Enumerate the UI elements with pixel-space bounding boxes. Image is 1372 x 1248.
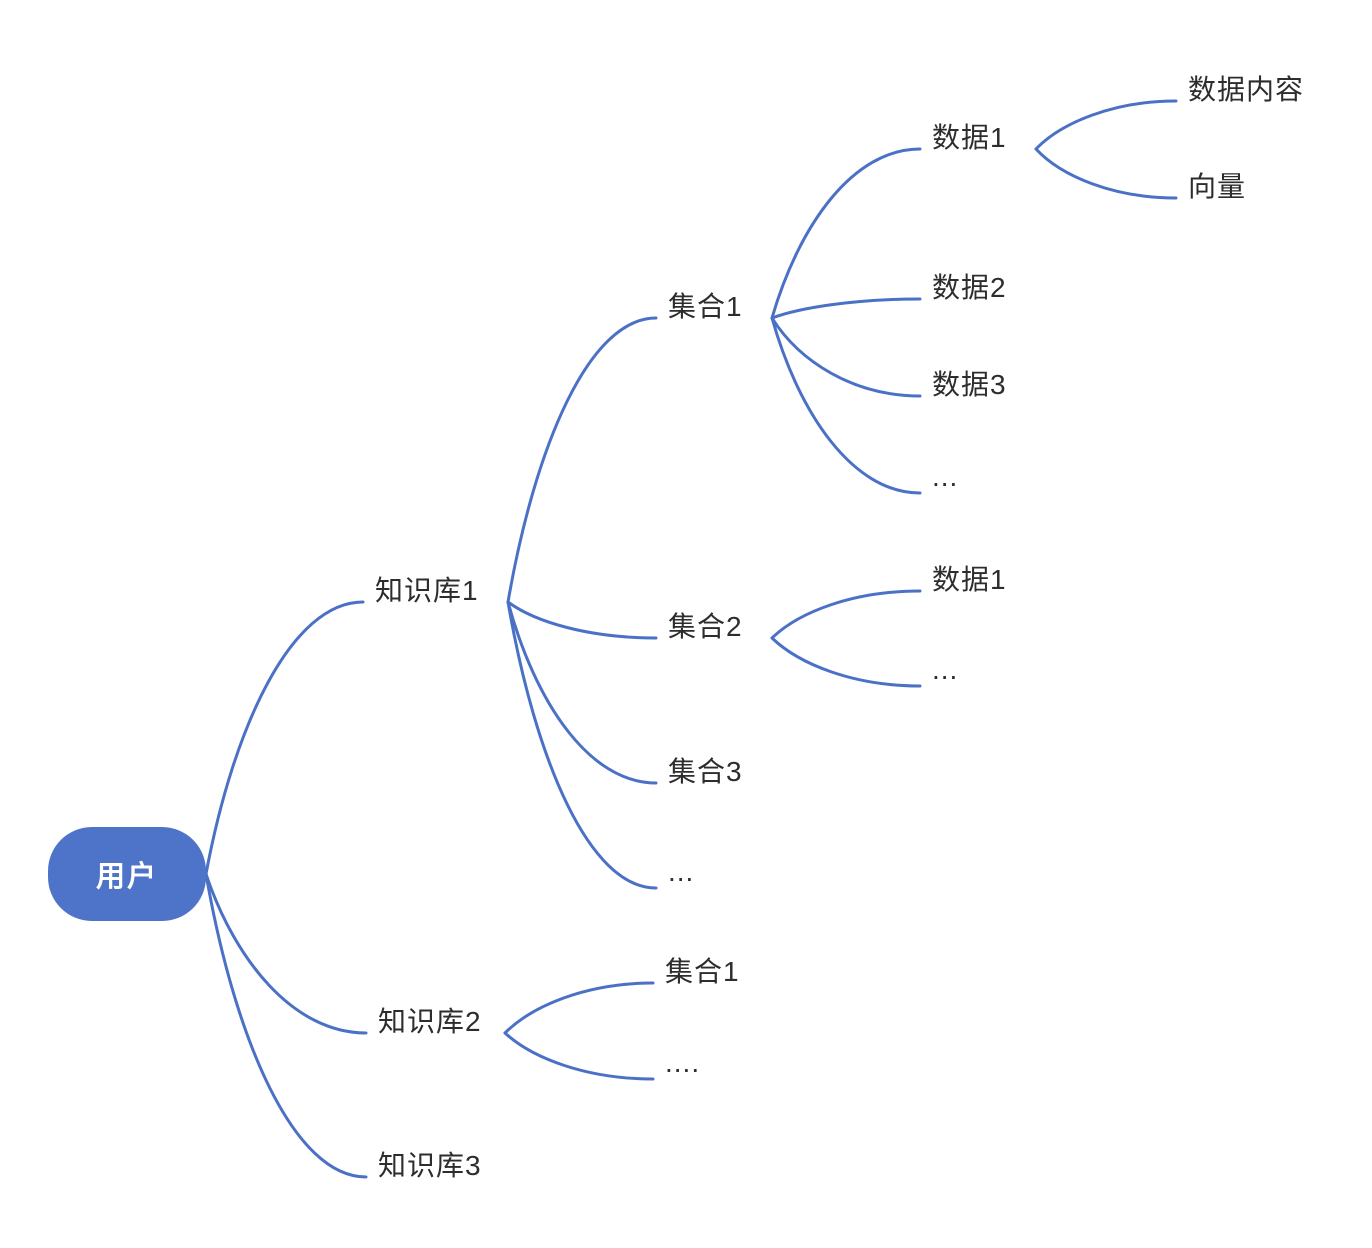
node-set1-data-3[interactable]: 数据3 <box>932 369 1007 400</box>
edge-kb1-set2 <box>506 600 658 640</box>
node-knowledgebase-3[interactable]: 知识库3 <box>378 1150 482 1181</box>
node-set1-data-1[interactable]: 数据1 <box>932 122 1007 153</box>
node-kb1-collection-1[interactable]: 集合1 <box>668 291 743 322</box>
edge-set1-data3 <box>770 316 922 398</box>
node-set2-ellipsis[interactable]: ... <box>932 654 959 685</box>
edge-kb1-set3 <box>506 600 658 785</box>
edge-root-kb2 <box>204 872 368 1035</box>
edge-kb2-set1 <box>503 981 655 1035</box>
node-knowledgebase-1[interactable]: 知识库1 <box>375 575 479 606</box>
node-kb1-collection-2[interactable]: 集合2 <box>668 611 743 642</box>
edge-kb2-ellipsis <box>503 1031 655 1081</box>
edge-set2-ellipsis <box>770 636 922 688</box>
edge-set2-data1 <box>770 589 922 640</box>
edge-data1-content <box>1034 99 1178 151</box>
node-data1-content[interactable]: 数据内容 <box>1188 74 1305 105</box>
node-data1-vector[interactable]: 向量 <box>1188 171 1247 202</box>
edge-kb1-set1 <box>506 316 658 604</box>
edge-set1-data1 <box>770 147 922 320</box>
node-kb2-ellipsis[interactable]: .... <box>665 1047 701 1078</box>
node-set1-data-2[interactable]: 数据2 <box>932 272 1007 303</box>
edge-root-kb3 <box>204 872 368 1179</box>
node-kb1-collection-3[interactable]: 集合3 <box>668 756 743 787</box>
edge-root-kb1 <box>204 600 365 876</box>
edge-data1-vector <box>1034 147 1178 200</box>
node-knowledgebase-2[interactable]: 知识库2 <box>378 1006 482 1037</box>
edge-set1-ellipsis <box>770 316 922 495</box>
node-set2-data-1[interactable]: 数据1 <box>932 564 1007 595</box>
edge-set1-data2 <box>770 297 922 320</box>
node-set1-ellipsis[interactable]: ... <box>932 461 959 492</box>
edge-kb1-ellipsis <box>506 600 658 890</box>
node-kb2-collection-1[interactable]: 集合1 <box>665 956 740 987</box>
node-root-user[interactable]: 用户 <box>48 827 206 921</box>
node-kb1-ellipsis[interactable]: ... <box>668 856 695 887</box>
